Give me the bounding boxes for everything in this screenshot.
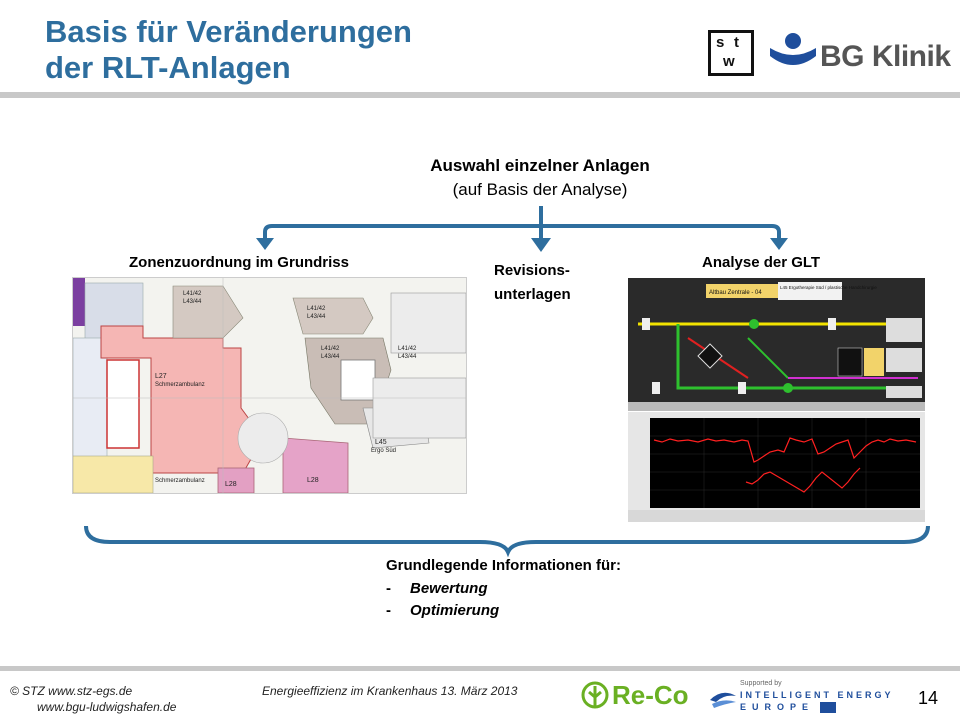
info-title: Grundlegende Informationen für: — [386, 557, 621, 574]
fp-label-l27-sub: Schmerzambulanz — [155, 382, 205, 388]
footer-copyright: © STZ www.stz-egs.de — [10, 684, 133, 698]
heading-revisions-2: unterlagen — [494, 286, 571, 303]
fp-label-l28b: L28 — [307, 477, 319, 484]
glt-header2: L45 Ergotherapie Süd / plastische Handch… — [780, 285, 877, 290]
fp-label-l45: L45 — [375, 439, 387, 446]
heading-analyse-glt: Analyse der GLT — [702, 254, 821, 271]
summary-brace — [84, 525, 930, 558]
selection-subtitle: (auf Basis der Analyse) — [452, 180, 628, 199]
footer-divider — [0, 666, 960, 671]
fp-label-l27: L27 — [155, 373, 167, 380]
info-dash-2: - — [386, 602, 391, 619]
stw-logo: s t w — [708, 30, 754, 76]
footer-event: Energieeffizienz im Krankenhaus 13. März… — [262, 684, 518, 698]
heading-revisions-1: Revisions- — [494, 262, 570, 279]
info-item-optimierung: - Optimierung — [386, 602, 499, 619]
fp-label-l45-sub: Ergo Süd — [371, 448, 396, 454]
reco-leaf-icon — [580, 680, 610, 712]
fp-label-l43c: L43/44 — [321, 354, 340, 360]
fp-label-l43d: L43/44 — [398, 354, 417, 360]
slide-title: Basis für Veränderungen der RLT-Anlagen — [45, 14, 412, 86]
stw-letter-w: w — [723, 53, 735, 70]
fp-label-l43b: L43/44 — [307, 314, 326, 320]
info-dash-1: - — [386, 580, 391, 597]
fp-label-l43a: L43/44 — [183, 299, 202, 305]
glt-header: Altbau Zentrale - 04 — [709, 290, 762, 296]
stw-letter-t: t — [734, 34, 739, 51]
eu-flag-icon — [820, 702, 836, 713]
bg-klinik-logo: BG Klinik — [768, 32, 954, 76]
floor-plan-image: L27 Schmerzambulanz Schmerzambulanz L28 … — [72, 277, 467, 494]
intelligent-energy-europe-logo: Supported by INTELLIGENT ENERGY EUROPE — [708, 680, 891, 716]
glt-trend-image — [628, 412, 925, 522]
selection-title: Auswahl einzelner Anlagen — [430, 156, 650, 175]
bg-klinik-text: BG Klinik — [820, 40, 951, 73]
ie-swirl-icon — [710, 692, 736, 708]
footer-url-bgu: www.bgu-ludwigshafen.de — [37, 700, 177, 714]
ie-line-1: INTELLIGENT ENERGY — [740, 690, 894, 700]
glt-schematic-image: Altbau Zentrale - 04 L45 Ergotherapie Sü… — [628, 278, 925, 411]
fp-label-l41c: L41/42 — [321, 346, 340, 352]
ie-line-2: EUROPE — [740, 702, 815, 712]
arrow-head-left — [256, 238, 274, 250]
title-line-2: der RLT-Anlagen — [45, 50, 291, 85]
ie-supported-by: Supported by — [740, 680, 782, 687]
heading-zonenzuordnung: Zonenzuordnung im Grundriss — [129, 254, 349, 271]
info-item-label-2: Optimierung — [410, 602, 500, 619]
title-line-1: Basis für Veränderungen — [45, 14, 412, 49]
fp-label-schmerz2: Schmerzambulanz — [155, 478, 205, 484]
info-item-bewertung: - Bewertung — [386, 580, 488, 597]
bg-eagle-icon — [770, 33, 816, 65]
info-item-label-1: Bewertung — [410, 580, 488, 597]
reco-logo-text: Re-Co — [612, 680, 689, 710]
fp-label-l28a: L28 — [225, 481, 237, 488]
arrow-head-right — [770, 238, 788, 250]
fp-label-l41d: L41/42 — [398, 346, 417, 352]
fp-label-l41a: L41/42 — [183, 291, 202, 297]
arrow-head-middle — [531, 238, 551, 252]
page-number: 14 — [918, 688, 939, 708]
stw-letter-s: s — [716, 34, 725, 51]
fp-label-l41b: L41/42 — [307, 306, 326, 312]
arrow-bracket — [263, 224, 781, 246]
header-divider — [0, 92, 960, 98]
